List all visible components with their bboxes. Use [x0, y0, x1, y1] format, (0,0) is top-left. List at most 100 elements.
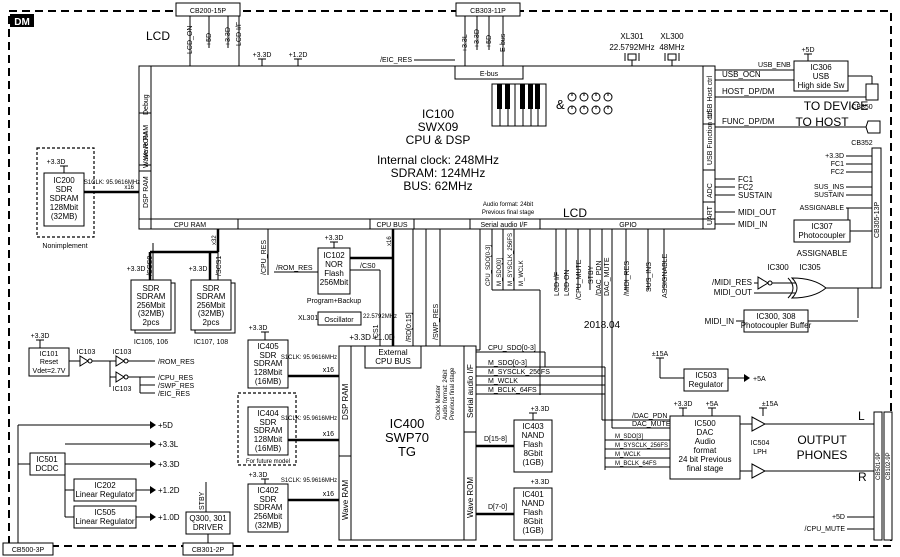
pin-ebus-5d: +5D [486, 35, 493, 48]
ic402-block [247, 483, 289, 533]
ic101-block [28, 347, 70, 377]
ic401-supply: +3.3D [531, 479, 550, 486]
xl300-freq: 48MHz [659, 43, 684, 52]
ic300-308-name: IC300, 308 [756, 312, 796, 321]
ic105-line-4: (32MB) [138, 309, 165, 318]
usb-to-host: TO HOST [795, 115, 849, 129]
osc-label: Oscillator [324, 317, 354, 324]
ic105-line-5: 2pcs [143, 318, 160, 327]
adc-fc1: FC1 [738, 175, 754, 184]
connector-cb301 [182, 542, 234, 556]
ic404-name: IC404 [257, 409, 279, 418]
ic107-line-3: 256Mbit [197, 301, 226, 310]
ic202-out: +1.2D [158, 486, 180, 495]
ic107-line-5: 2pcs [203, 318, 220, 327]
buffer-icon [79, 355, 89, 367]
adc-sustain: SUSTAIN [738, 191, 772, 200]
ic105-name: IC105, 106 [134, 339, 168, 346]
ic400-swp-res: /SWP_RES [433, 303, 440, 340]
ic505-name: IC505 [94, 508, 116, 517]
ic505-out: +1.0D [158, 513, 180, 522]
usb-ocn: USB_OCN [722, 70, 761, 79]
ic403-line-1: NAND [522, 431, 545, 440]
cpu-sdo-label-1: CPU_SDO[0-3] [486, 245, 492, 286]
connector-cb501 [873, 411, 883, 541]
ic500-line-4: 24 bit Previous [679, 455, 732, 464]
port-debug: Debug [143, 94, 150, 115]
ic403-line-4: (1GB) [522, 458, 544, 467]
ic403-line-3: 8Gbit [523, 449, 543, 458]
knob-icons [567, 92, 613, 115]
rail-33l: +3.3L [158, 440, 179, 449]
ic401-name: IC401 [522, 490, 544, 499]
ic405-supply: +3.3D [249, 325, 268, 332]
port-adc: ADC [707, 183, 714, 198]
ic404-note: For future model [246, 459, 290, 465]
amp-icon-r [751, 463, 767, 479]
uart-midi-in: MIDI_IN [738, 220, 768, 229]
usb-b-port-icon [865, 120, 881, 134]
ic307-name: IC307 [811, 222, 833, 231]
reset-gate-b: IC103 [113, 386, 132, 393]
port-dsp-ram: DSP RAM [143, 176, 150, 208]
osc-xl: XL301 [298, 315, 318, 322]
crystal-icons [624, 53, 680, 66]
ic500-in-dac-pdn: /DAC_PDN [632, 413, 667, 420]
ic401-line-3: 8Gbit [523, 517, 543, 526]
ic403-name: IC403 [522, 422, 544, 431]
ic405-clk: S1CLK: 95.9616MHz [281, 355, 337, 361]
ic503-out: +5A [753, 376, 766, 383]
ic306-name: IC306 [810, 63, 832, 72]
pin-5d: +5D [206, 33, 213, 46]
ic307-note: ASSIGNABLE [797, 249, 848, 258]
ic107-block [190, 279, 232, 331]
ic100-clock: Internal clock: 248MHz [377, 153, 499, 167]
connector-cb200 [175, 2, 241, 17]
ic404-line-2: SDRAM [254, 426, 283, 435]
ic107-name: IC107, 108 [194, 339, 228, 346]
ic102-line-2: Flash [324, 269, 344, 278]
gpio-cpu-mute: /CPU_MUTE [576, 259, 583, 300]
ic100-eic-res: /EIC_RES [380, 57, 412, 64]
ic105-block [130, 279, 172, 331]
dm-tag: DM [14, 17, 30, 28]
ic100-bus: BUS: 62MHz [403, 179, 472, 193]
ic505-line-1: Linear Regulator [75, 517, 134, 526]
cb305-sus-ins: SUS_INS [814, 184, 844, 191]
ic102-bus: x16 [387, 236, 393, 246]
gpio-dac-mute: DAC_MUTE [604, 257, 611, 296]
ic200-name: IC200 [53, 176, 75, 185]
connector-cb305-label: CB305-13P [874, 201, 881, 238]
ic202-name: IC202 [94, 481, 116, 490]
port-usb-function: USB Function ctrl [707, 110, 714, 165]
ic403-bus: D[15-8] [484, 436, 507, 443]
gpio-stby: STBY [588, 265, 595, 284]
output-l: L [858, 409, 865, 423]
ic200-note: Nonimplement [42, 243, 87, 250]
ic101-line-1: Reset [40, 359, 58, 366]
reset-gate-a: IC103 [113, 349, 132, 356]
ic105-line-1: SDR [143, 284, 160, 293]
port-cpu-bus: CPU BUS [376, 222, 407, 229]
gpio-sus-ins: SUS_INS [646, 262, 653, 292]
serial-m-sdo: M_SDO[0-3] [488, 360, 527, 367]
gpio-lcd-on: LCD ON [564, 270, 571, 296]
amp-icon-l [751, 416, 767, 432]
connector-cb350-label: CB350 [851, 104, 873, 111]
ic500-in-m-sysclk: M_SYSCLK_256FS [615, 443, 668, 449]
connector-cb305 [871, 147, 882, 289]
xl300-name: XL300 [660, 32, 684, 41]
rail-33d: +3.3D [158, 460, 180, 469]
reset-rom-res: /ROM_RES [158, 359, 195, 366]
ic400-cs1: /CS1 [373, 324, 380, 340]
cb305-sustain: SUSTAIN [814, 192, 844, 199]
ic400-ext-bus-1: External [378, 348, 408, 357]
adc-fc2: FC2 [738, 183, 754, 192]
ic100-part: SWX09 [418, 120, 459, 134]
reset-buffer-icon-a [115, 355, 125, 367]
uart-midi-out: MIDI_OUT [738, 208, 776, 217]
ic300-name: IC300 [767, 263, 789, 272]
ic100-supply-33d: +3.3D [253, 52, 272, 59]
connector-cb352-label: CB352 [851, 140, 873, 147]
ic400-wave-rom: Wave ROM [466, 477, 475, 518]
